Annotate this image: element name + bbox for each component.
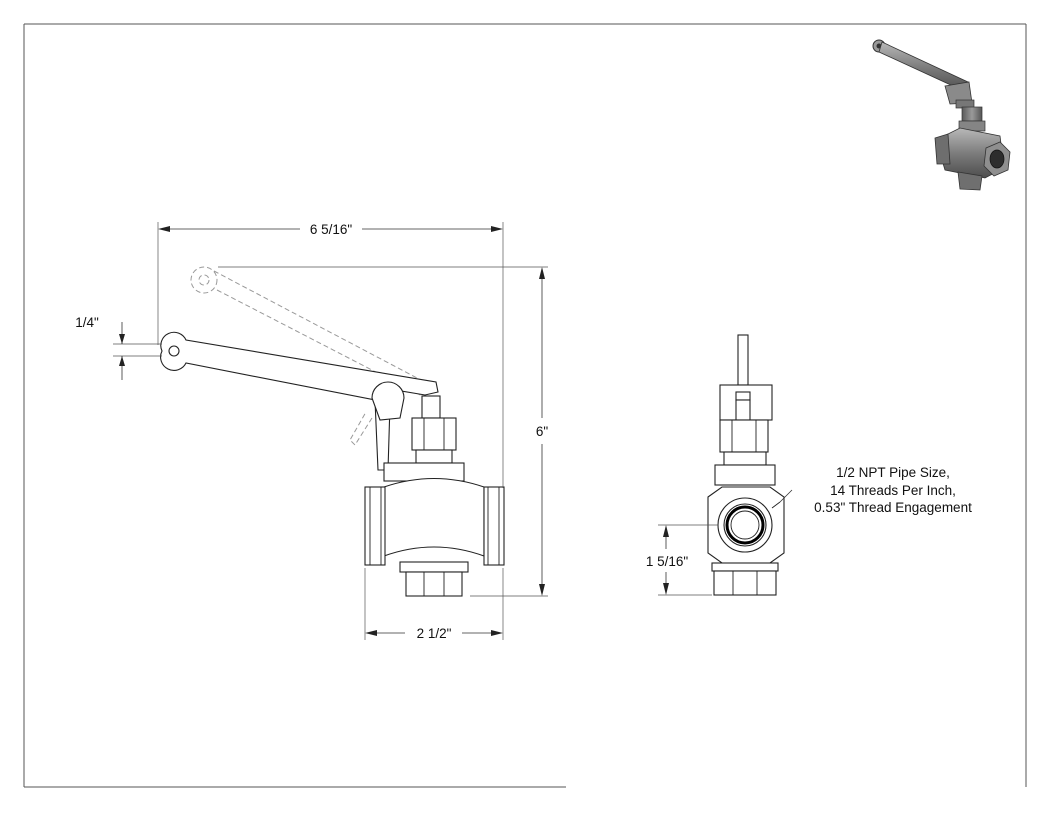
sheet-frame — [23, 23, 1027, 788]
dim-port-center-height — [658, 524, 718, 596]
dim-overall-length — [157, 222, 504, 488]
valve-body-front — [364, 478, 505, 597]
port-note-line-1: 1/2 NPT Pipe Size, — [836, 465, 950, 480]
port-note-line-3: 0.53" Thread Engagement — [814, 500, 972, 515]
port-note-line-2: 14 Threads Per Inch, — [830, 483, 956, 498]
port-note: 1/2 NPT Pipe Size, 14 Threads Per Inch, … — [814, 465, 972, 515]
stem-and-nut — [383, 395, 465, 482]
dim-handle-offset — [113, 322, 162, 380]
dim-overall-height-label: 6" — [536, 424, 549, 439]
side-view — [658, 334, 793, 596]
dim-handle-offset-label: 1/4" — [75, 315, 99, 330]
dim-body-width-label: 2 1/2" — [417, 626, 452, 641]
dim-port-center-height-label: 1 5/16" — [646, 554, 689, 569]
ball-valve-3d-icon — [872, 39, 1011, 191]
dim-overall-height — [218, 266, 548, 597]
dim-overall-length-label: 6 5/16" — [310, 222, 353, 237]
front-view: 6 5/16" 1/4" 6" — [75, 222, 548, 641]
dim-body-width — [364, 568, 504, 640]
handle-lever — [160, 331, 441, 471]
handle-open-position-ghost — [190, 266, 437, 446]
